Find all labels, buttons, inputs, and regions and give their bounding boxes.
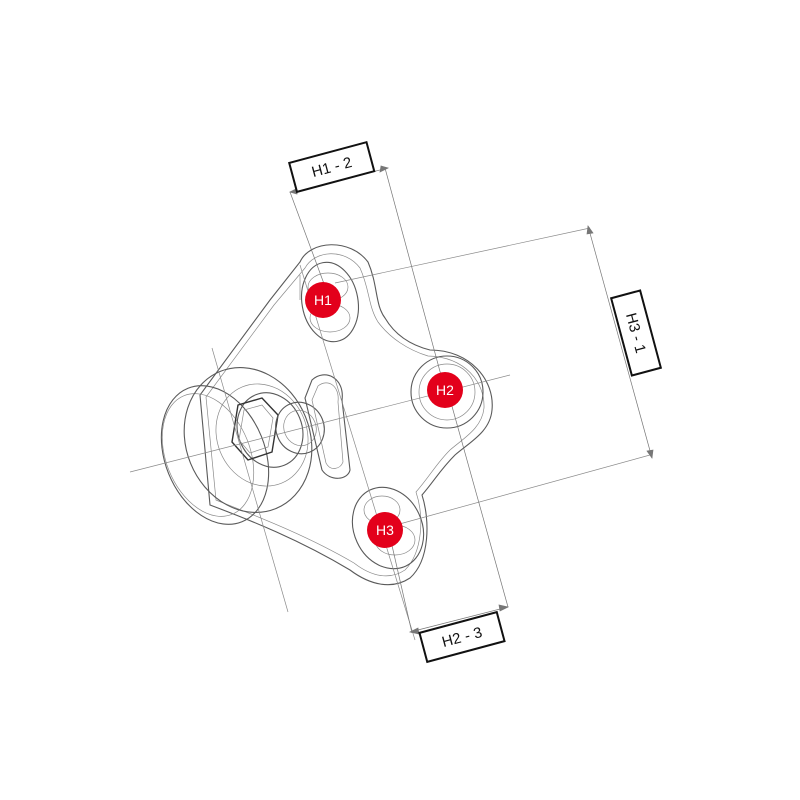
ball-stud	[160, 367, 351, 525]
label-box-h3-1: H3 - 1	[609, 289, 663, 377]
label-box-h2-3: H2 - 3	[418, 610, 506, 664]
hole-2-outline	[410, 355, 484, 429]
marker-h2: H2	[427, 372, 463, 408]
dimension-h1-2	[289, 165, 446, 391]
part-outline	[199, 244, 493, 586]
center-lines	[129, 227, 651, 641]
marker-h1: H1	[305, 282, 341, 318]
hole-1-outline	[301, 261, 359, 343]
dimension-h3-1	[586, 225, 654, 459]
marker-h2-label: H2	[436, 382, 454, 398]
marker-h3: H3	[367, 512, 403, 548]
marker-h1-label: H1	[314, 292, 332, 308]
marker-h3-label: H3	[376, 522, 394, 538]
label-box-h1-2: H1 - 2	[287, 140, 376, 194]
